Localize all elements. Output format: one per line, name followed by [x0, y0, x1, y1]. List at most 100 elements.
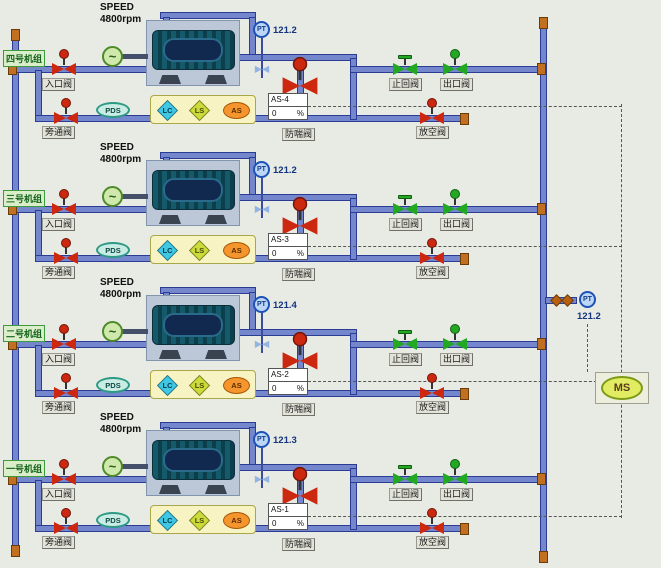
- as-controller[interactable]: AS: [223, 102, 250, 119]
- pump-assembly[interactable]: [146, 295, 240, 361]
- antisurge-valve[interactable]: [282, 331, 318, 371]
- antisurge-valve[interactable]: [282, 196, 318, 236]
- as-controller[interactable]: AS: [223, 242, 250, 259]
- pds-indicator[interactable]: PDS: [96, 377, 130, 393]
- pressure-transmitter[interactable]: PT: [253, 21, 270, 38]
- ms-station[interactable]: MS: [595, 372, 649, 404]
- bypass-valve[interactable]: [54, 508, 78, 535]
- check-valve[interactable]: [393, 459, 417, 486]
- as-controller[interactable]: AS: [223, 512, 250, 529]
- vent-valve[interactable]: [420, 373, 444, 400]
- pds-indicator[interactable]: PDS: [96, 512, 130, 528]
- suction-pipe: [12, 66, 150, 73]
- unit-name-label: 二号机组: [3, 325, 46, 342]
- inlet-valve[interactable]: [52, 459, 76, 486]
- outlet-valve[interactable]: [443, 189, 467, 216]
- ls-controller[interactable]: LS: [189, 240, 210, 261]
- valve-body-left: [52, 338, 64, 350]
- pressure-transmitter[interactable]: PT: [253, 431, 270, 448]
- lc-controller[interactable]: LC: [157, 100, 178, 121]
- antisurge-readout[interactable]: AS-4 0 %: [268, 93, 308, 120]
- bypass-valve[interactable]: [54, 238, 78, 265]
- ls-controller[interactable]: LS: [189, 510, 210, 531]
- pt-reading: 121.2: [273, 165, 297, 176]
- pds-indicator[interactable]: PDS: [96, 242, 130, 258]
- check-valve[interactable]: [393, 189, 417, 216]
- as-value-row: 0 %: [269, 247, 307, 259]
- bypass-valve[interactable]: [54, 373, 78, 400]
- header-pressure-transmitter[interactable]: PT: [579, 291, 596, 308]
- pipe-flange: [11, 545, 20, 557]
- motor-shaft: [122, 329, 148, 334]
- valve-actuator: [61, 373, 71, 383]
- motor-indicator[interactable]: ~: [102, 456, 123, 477]
- lc-controller[interactable]: LC: [157, 510, 178, 531]
- ls-controller[interactable]: LS: [189, 100, 210, 121]
- antisurge-valve-label: 防喘阀: [282, 128, 316, 142]
- antisurge-readout[interactable]: AS-3 0 %: [268, 233, 308, 260]
- valve-stem: [298, 207, 302, 221]
- pt-isolation-valve[interactable]: [254, 467, 270, 483]
- valve-actuator: [61, 238, 71, 248]
- ac-symbol: ~: [108, 189, 117, 204]
- inlet-valve[interactable]: [52, 49, 76, 76]
- pt-isolation-valve[interactable]: [254, 57, 270, 73]
- valve-body-right: [64, 63, 76, 75]
- valve-stem: [454, 331, 456, 340]
- valve-body-right: [66, 522, 78, 534]
- outlet-valve[interactable]: [443, 49, 467, 76]
- outlet-valve[interactable]: [443, 324, 467, 351]
- antisurge-valve[interactable]: [282, 466, 318, 506]
- inlet-valve[interactable]: [52, 189, 76, 216]
- valve-actuator: [59, 189, 69, 199]
- check-valve[interactable]: [393, 324, 417, 351]
- pds-indicator[interactable]: PDS: [96, 102, 130, 118]
- inlet-valve[interactable]: [52, 324, 76, 351]
- valve-body-left: [420, 252, 432, 264]
- pt-label: PT: [257, 301, 266, 308]
- valve-stem: [404, 198, 406, 205]
- valve-body-right: [64, 203, 76, 215]
- motor-indicator[interactable]: ~: [102, 321, 123, 342]
- valve-stem: [65, 515, 67, 524]
- pump-assembly[interactable]: [146, 160, 240, 226]
- motor-indicator[interactable]: ~: [102, 46, 123, 67]
- antisurge-valve-label: 防喘阀: [282, 538, 316, 552]
- pump-unit: ~ 四号机组 SPEED 4800rpm 入口阀 旁通阀 止回阀 出口阀 放空阀…: [0, 2, 661, 142]
- vent-valve[interactable]: [420, 508, 444, 535]
- bypass-valve[interactable]: [54, 98, 78, 125]
- inlet-valve-label: 入口阀: [42, 488, 76, 502]
- motor-indicator[interactable]: ~: [102, 186, 123, 207]
- ls-label: LS: [194, 246, 205, 255]
- ls-controller[interactable]: LS: [189, 375, 210, 396]
- valve-stem: [404, 58, 406, 65]
- lc-controller[interactable]: LC: [157, 240, 178, 261]
- check-valve[interactable]: [393, 49, 417, 76]
- antisurge-readout[interactable]: AS-1 0 %: [268, 503, 308, 530]
- antisurge-valve[interactable]: [282, 56, 318, 96]
- as-value-row: 0 %: [269, 107, 307, 119]
- pump-assembly[interactable]: [146, 20, 240, 86]
- pump-top-pipe: [160, 12, 256, 19]
- antisurge-readout[interactable]: AS-2 0 %: [268, 368, 308, 395]
- valve-body-right: [432, 112, 444, 124]
- pump-assembly[interactable]: [146, 430, 240, 496]
- pressure-transmitter[interactable]: PT: [253, 296, 270, 313]
- pt-label: PT: [257, 436, 266, 443]
- vent-valve[interactable]: [420, 98, 444, 125]
- lc-controller[interactable]: LC: [157, 375, 178, 396]
- as-unit: %: [296, 383, 304, 393]
- vent-valve[interactable]: [420, 238, 444, 265]
- pump-base: [159, 485, 181, 494]
- pt-isolation-valve[interactable]: [254, 197, 270, 213]
- as-value: 0: [272, 248, 277, 258]
- signal-line: [621, 104, 622, 518]
- pt-isolation-valve[interactable]: [254, 332, 270, 348]
- valve-body-right: [432, 522, 444, 534]
- pressure-transmitter[interactable]: PT: [253, 161, 270, 178]
- outlet-valve[interactable]: [443, 459, 467, 486]
- as-unit: %: [296, 108, 304, 118]
- as-tag: AS-2: [269, 369, 307, 382]
- as-controller[interactable]: AS: [223, 377, 250, 394]
